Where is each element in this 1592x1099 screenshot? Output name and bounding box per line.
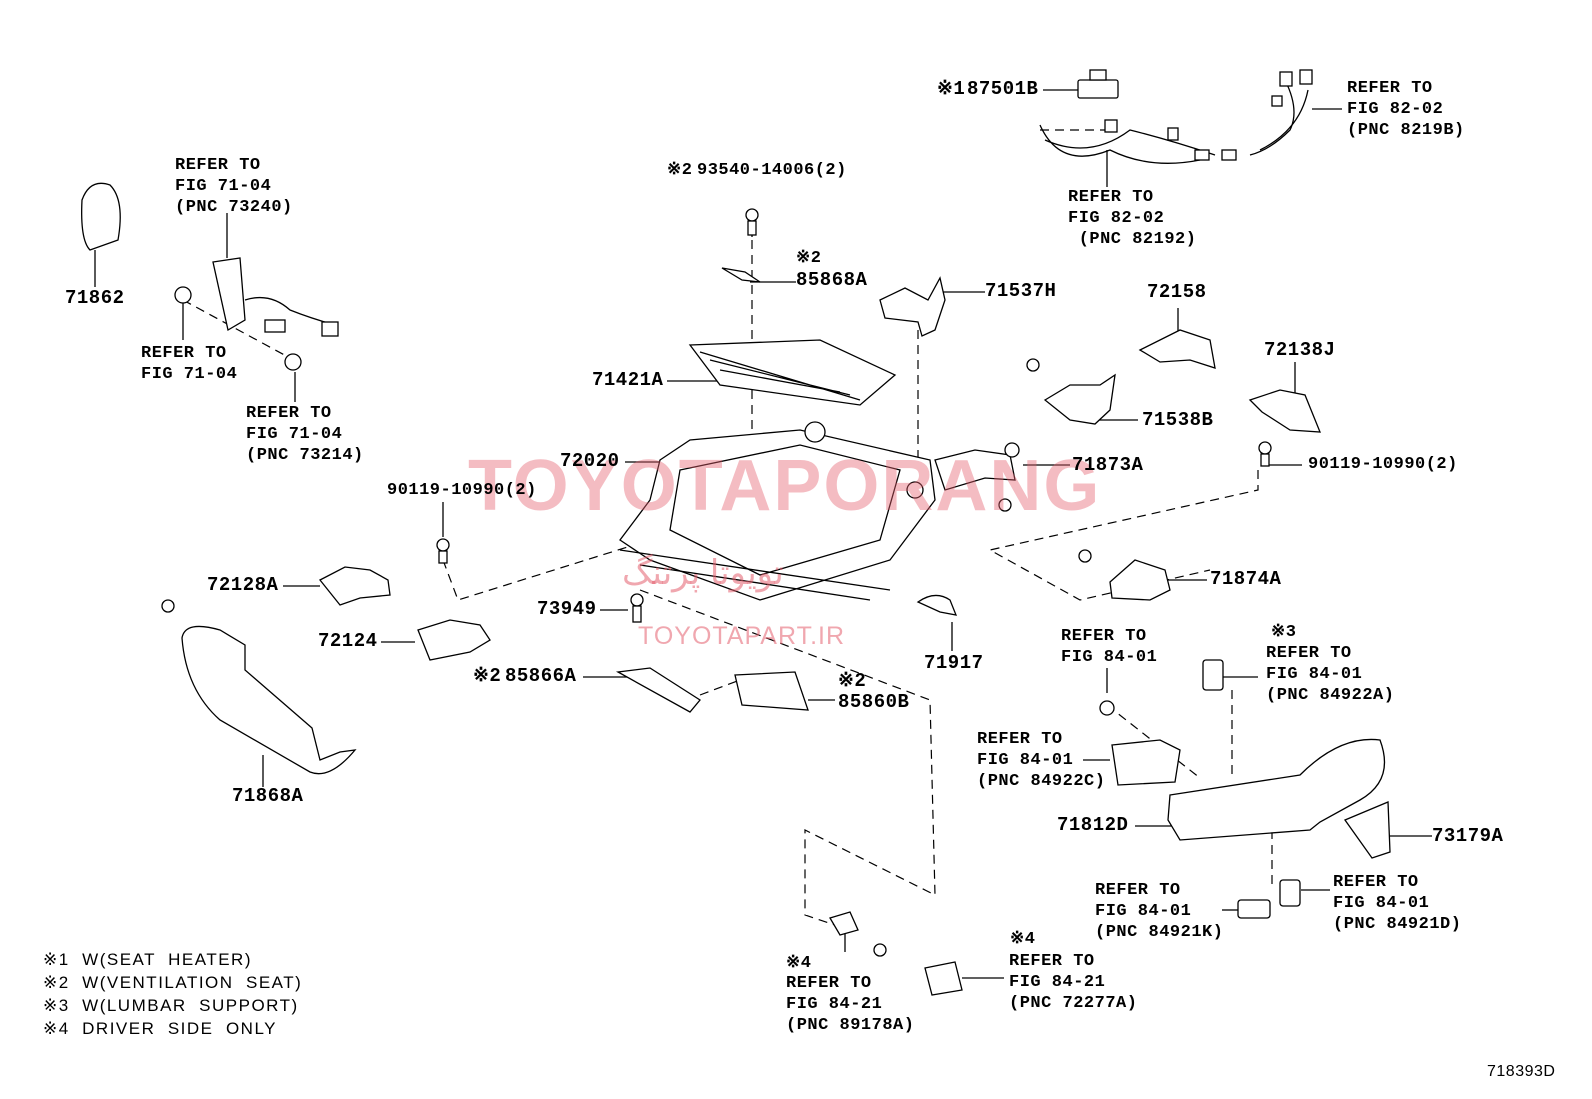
label-87501b-mark: ※1 bbox=[937, 78, 966, 100]
label-71874a: 71874A bbox=[1210, 568, 1282, 590]
label-71537h: 71537H bbox=[985, 280, 1057, 302]
label-93540: 93540-14006(2) bbox=[697, 161, 847, 180]
legend-item-2: ※2 W(VENTILATION SEAT) bbox=[43, 973, 303, 992]
label-85866a-mark: ※2 bbox=[473, 665, 502, 687]
legend-item-4: ※4 DRIVER SIDE ONLY bbox=[43, 1019, 277, 1038]
refer-73214: REFER TO FIG 71-04 (PNC 73214) bbox=[246, 404, 364, 465]
refer-84922c: REFER TO FIG 84-01 (PNC 84922C) bbox=[977, 730, 1106, 791]
refer-84922a: REFER TO FIG 84-01 (PNC 84922A) bbox=[1266, 644, 1395, 705]
label-71862: 71862 bbox=[65, 287, 125, 309]
legend-item-3: ※3 W(LUMBAR SUPPORT) bbox=[43, 996, 299, 1015]
refer-84921d: REFER TO FIG 84-01 (PNC 84921D) bbox=[1333, 873, 1462, 934]
diagram-id: 718393D bbox=[1487, 1063, 1556, 1080]
refer-84921k: REFER TO FIG 84-01 (PNC 84921K) bbox=[1095, 881, 1224, 942]
label-72124: 72124 bbox=[318, 630, 378, 652]
label-90119-right: 90119-10990(2) bbox=[1308, 455, 1458, 474]
label-85860b-mark: ※2 bbox=[838, 670, 867, 692]
watermark-main: TOYOTAPORANG bbox=[468, 446, 1102, 526]
label-72277a-mark: ※4 bbox=[1010, 930, 1036, 949]
label-84922a-mark: ※3 bbox=[1271, 623, 1297, 642]
refer-7104: REFER TO FIG 71-04 bbox=[141, 344, 238, 384]
label-73179a: 73179A bbox=[1432, 825, 1504, 847]
label-72128a: 72128A bbox=[207, 574, 279, 596]
label-73949: 73949 bbox=[537, 598, 597, 620]
refer-89178a: REFER TO FIG 84-21 (PNC 89178A) bbox=[786, 974, 915, 1035]
refer-82192: REFER TO FIG 82-02 (PNC 82192) bbox=[1068, 188, 1197, 249]
label-85868a: 85868A bbox=[796, 269, 868, 291]
label-72158: 72158 bbox=[1147, 281, 1207, 303]
label-85866a: 85866A bbox=[505, 665, 577, 687]
label-85860b: 85860B bbox=[838, 691, 910, 713]
refer-72277a: REFER TO FIG 84-21 (PNC 72277A) bbox=[1009, 952, 1138, 1013]
watermark-url: TOYOTAPART.IR bbox=[638, 622, 846, 650]
label-71868a: 71868A bbox=[232, 785, 304, 807]
label-90119-left: 90119-10990(2) bbox=[387, 481, 537, 500]
label-71812d: 71812D bbox=[1057, 814, 1129, 836]
label-93540-mark: ※2 bbox=[667, 161, 693, 180]
label-89178a-mark: ※4 bbox=[786, 954, 812, 973]
legend-item-1: ※1 W(SEAT HEATER) bbox=[43, 950, 252, 969]
refer-8401: REFER TO FIG 84-01 bbox=[1061, 627, 1158, 667]
label-71538b: 71538B bbox=[1142, 409, 1214, 431]
label-71421a: 71421A bbox=[592, 369, 664, 391]
watermark-persian: تویوتا پرتنگ bbox=[622, 554, 784, 592]
label-85868a-mark: ※2 bbox=[796, 249, 822, 268]
label-71873a: 71873A bbox=[1072, 454, 1144, 476]
label-72020: 72020 bbox=[560, 450, 620, 472]
refer-8219b: REFER TO FIG 82-02 (PNC 8219B) bbox=[1347, 79, 1465, 140]
refer-73240: REFER TO FIG 71-04 (PNC 73240) bbox=[175, 156, 293, 217]
label-87501b: 87501B bbox=[967, 78, 1039, 100]
label-72138j: 72138J bbox=[1264, 339, 1336, 361]
label-71917: 71917 bbox=[924, 652, 984, 674]
